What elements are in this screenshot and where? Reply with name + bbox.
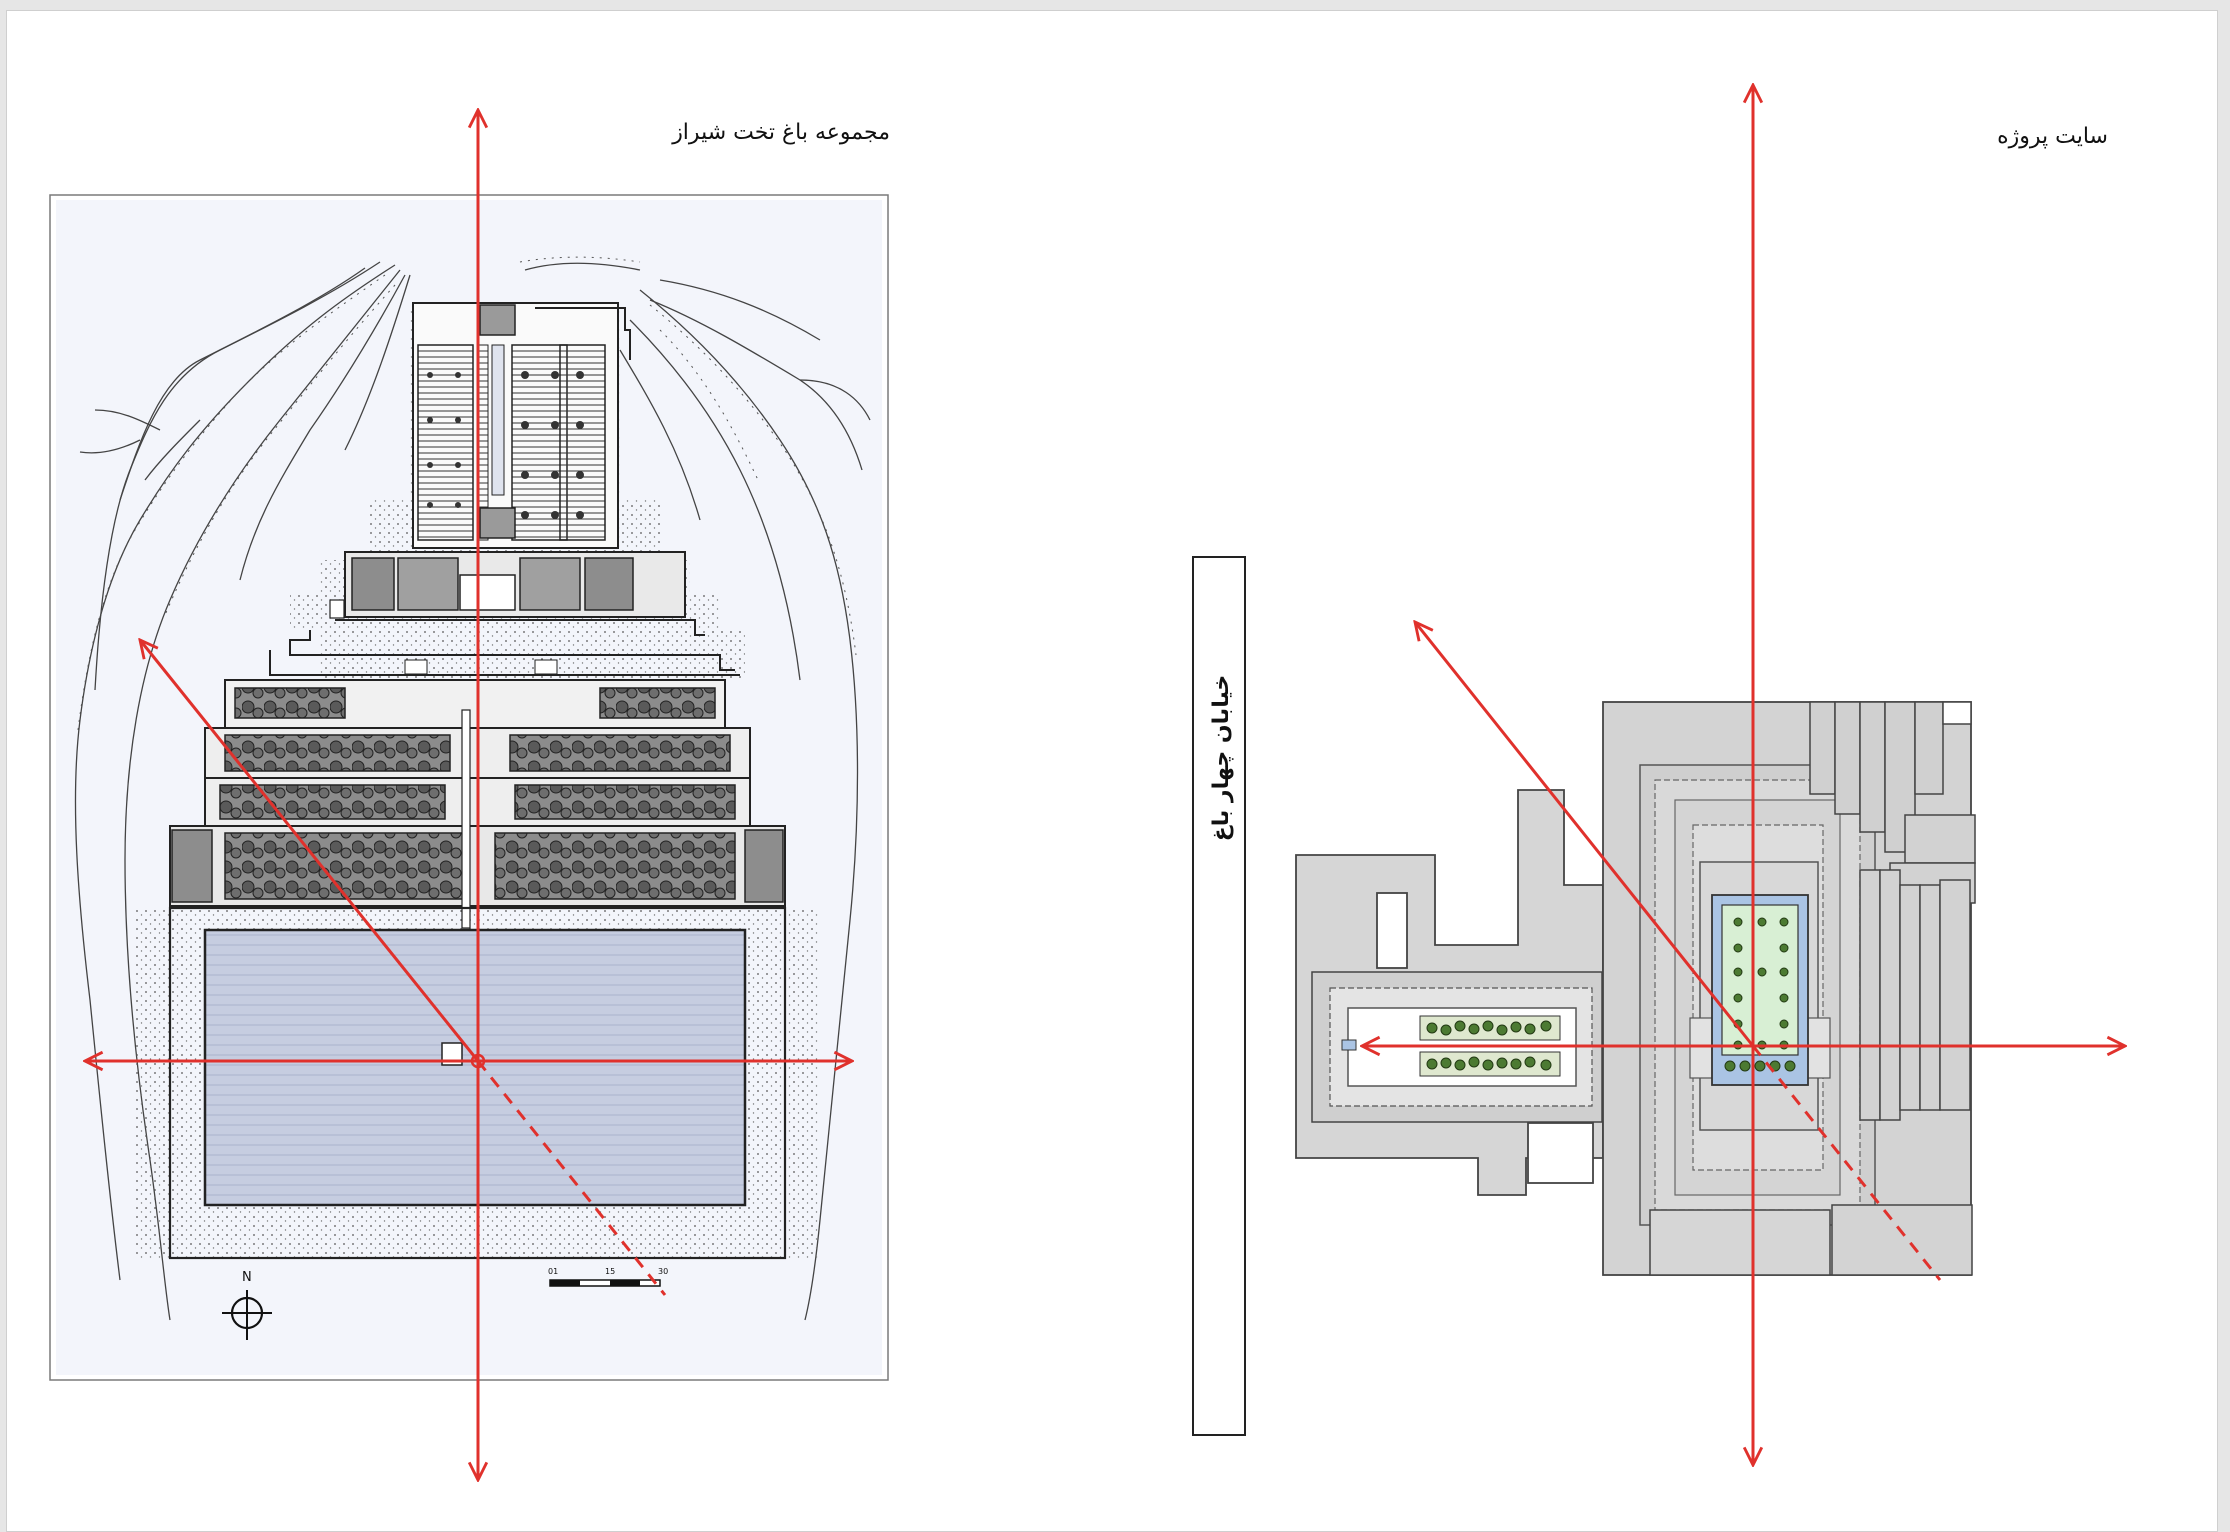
contour-dots [77, 256, 857, 731]
left-diagonal-axis [140, 640, 480, 1062]
right-diagonal-axis [1415, 622, 1755, 1047]
right-diagonal-dashed [1751, 1045, 1942, 1281]
north-arrow [222, 1290, 272, 1340]
main-channel [461, 709, 471, 929]
left-axes [85, 110, 852, 1480]
site-garden [1721, 904, 1799, 1056]
scale-bar [549, 1279, 661, 1287]
street-strip [1192, 556, 1246, 1436]
left-diagonal-dashed [476, 1060, 667, 1296]
right-plan: خیابان چهار باغ [1192, 85, 2125, 1465]
upper-channel [491, 344, 505, 496]
north-label: N [242, 1270, 252, 1285]
left-axis-center [470, 1053, 486, 1069]
scale-label-0: 01 [548, 1267, 558, 1276]
street-label: خیابان چهار باغ [1209, 675, 1234, 842]
right-panel-title: سایت پروژه [1997, 124, 2108, 149]
terrace-steps [269, 619, 740, 676]
right-axes [1362, 85, 2125, 1465]
scale-label-2: 30 [658, 1267, 668, 1276]
scale-label-1: 15 [605, 1267, 615, 1276]
site-steps-top [1809, 701, 1972, 853]
left-panel-title: مجموعه باغ تخت شیراز [672, 120, 890, 145]
left-plan: N 01 15 30 [49, 110, 889, 1480]
